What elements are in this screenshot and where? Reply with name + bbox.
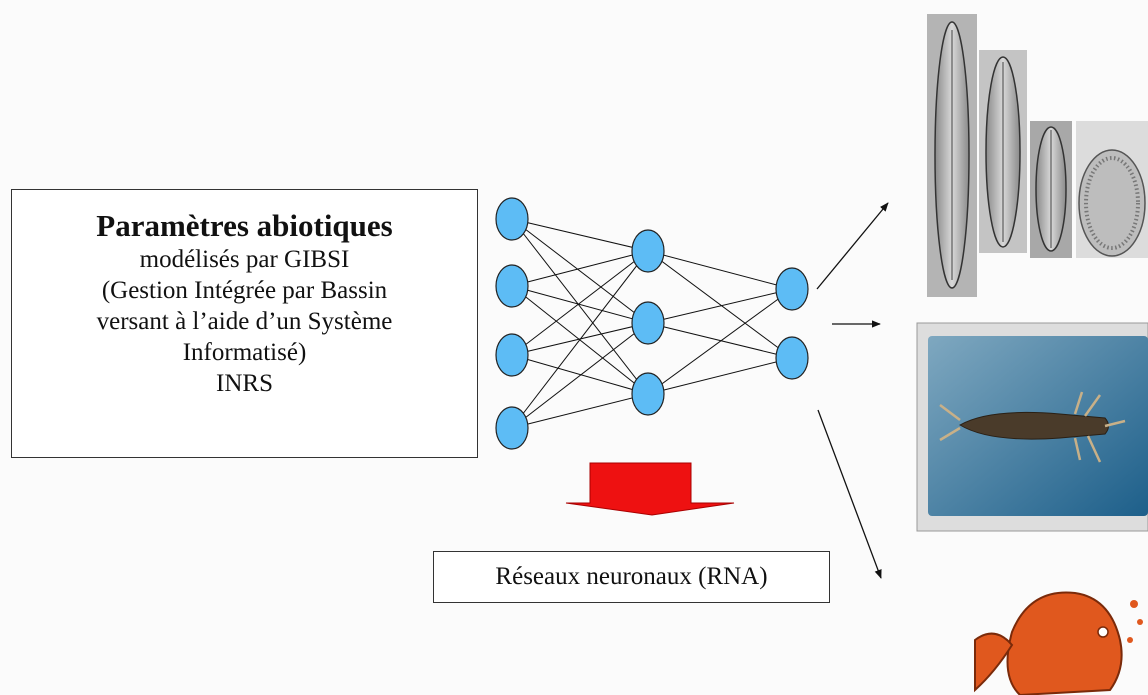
network-edge [511, 285, 649, 324]
network-nodes [495, 197, 809, 450]
network-node [495, 264, 529, 308]
network-edge [511, 354, 649, 395]
network-node [631, 372, 665, 416]
network-edge [647, 322, 793, 359]
down-arrow-icon [565, 462, 735, 516]
network-edge [647, 250, 793, 359]
network-node [495, 333, 529, 377]
network-node [631, 229, 665, 273]
network-edge [647, 288, 793, 324]
network-edge [511, 218, 649, 324]
network-edge [647, 288, 793, 395]
network-edge [511, 393, 649, 429]
abiotic-parameters-box: Paramètres abiotiques modélisés par GIBS… [11, 189, 478, 458]
network-edge [511, 218, 649, 395]
network-node [775, 267, 809, 311]
diatoms-image [927, 14, 1148, 297]
goldfish-image [974, 591, 1143, 695]
network-node [495, 197, 529, 241]
arrow-to-fish [817, 409, 882, 579]
neural-networks-label: Réseaux neuronaux (RNA) [433, 551, 830, 603]
network-edge [647, 357, 793, 395]
arrow-to-diatoms [816, 202, 889, 290]
params-line-5: INRS [216, 370, 273, 397]
network-edge [647, 250, 793, 290]
params-line-3: versant à l’aide d’un Système [96, 308, 393, 335]
insect-larva-image [916, 322, 1148, 532]
params-line-4: Informatisé) [182, 339, 307, 366]
network-connections [511, 218, 793, 429]
params-line-2: (Gestion Intégrée par Bassin [101, 277, 388, 304]
network-edge [511, 322, 649, 429]
network-edge [511, 250, 649, 287]
network-node [775, 336, 809, 380]
network-node [631, 301, 665, 345]
params-line-1: modélisés par GIBSI [139, 246, 350, 273]
network-edge [511, 218, 649, 252]
network-edge [511, 250, 649, 356]
abiotic-parameters-title: Paramètres abiotiques [96, 208, 393, 243]
network-node [495, 406, 529, 450]
network-edge [511, 250, 649, 429]
